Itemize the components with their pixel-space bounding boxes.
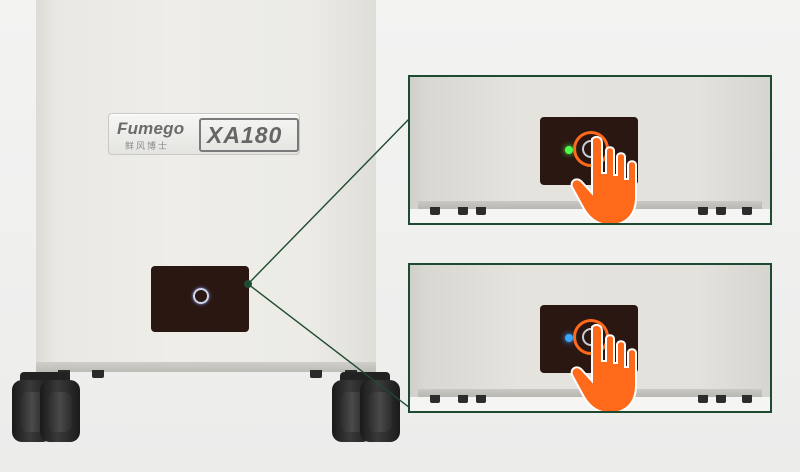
foot [92,370,104,378]
foot [698,207,708,215]
brand-plate: Fumego 鲜风博士 XA180 [108,113,300,155]
model-badge: XA180 [199,118,299,152]
led-indicator-icon [565,146,573,154]
foot [716,395,726,403]
foot [310,370,322,378]
brand-subtitle: 鲜风博士 [125,141,170,151]
control-panel [151,266,249,332]
tap-hand-icon [570,135,637,223]
foot [430,395,440,403]
led-indicator-icon [565,334,573,342]
foot [716,207,726,215]
zoom-inset-power-on [408,75,772,225]
zoom-inset-power-off [408,263,772,413]
foot [430,207,440,215]
foot [476,207,486,215]
tap-hand-icon [570,323,637,411]
callout-line-top [247,117,411,285]
model-number: XA180 [207,122,283,148]
foot [742,395,752,403]
air-purifier-base [36,362,376,372]
caster-wheel [40,380,80,442]
callout-anchor-dot [244,280,252,288]
foot [742,207,752,215]
foot [698,395,708,403]
caster-wheel [360,380,400,442]
callout-line-bottom [247,283,411,409]
foot [476,395,486,403]
foot [458,207,468,215]
power-button[interactable] [193,288,209,304]
brand-name: Fumego [117,119,185,138]
foot [458,395,468,403]
